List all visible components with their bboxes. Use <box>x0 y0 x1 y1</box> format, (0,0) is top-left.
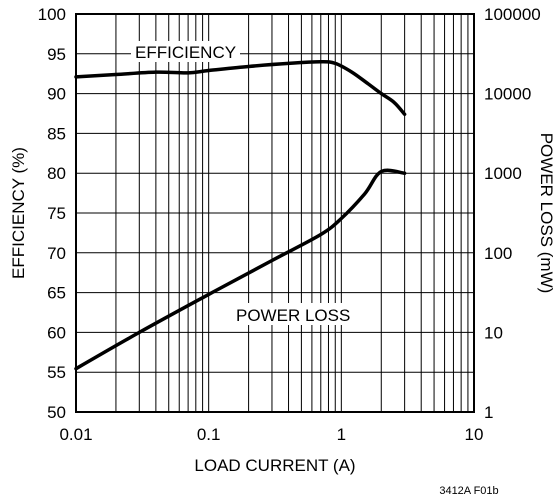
x-axis-title: LOAD CURRENT (A) <box>194 456 355 475</box>
power-loss-label-background <box>232 303 358 325</box>
left-y-tick-label: 75 <box>47 204 66 223</box>
plot-frame <box>75 13 475 413</box>
right-y-tick-label: 100000 <box>484 5 541 24</box>
figure-id-label: 3412A F01b <box>439 485 498 497</box>
left-y-tick-label: 55 <box>47 363 66 382</box>
efficiency-curve <box>74 60 407 117</box>
efficiency-label-background <box>131 41 240 62</box>
right-y-tick-label: 10000 <box>484 85 531 104</box>
right-axis-title: POWER LOSS (mW) <box>537 133 556 294</box>
left-y-tick-label: 50 <box>47 403 66 422</box>
curve-layer <box>74 60 407 371</box>
power-loss-series-label: POWER LOSS <box>236 306 350 325</box>
x-tick-label: 0.01 <box>59 425 92 444</box>
left-y-tick-label: 80 <box>47 164 66 183</box>
left-y-tick-label: 65 <box>47 284 66 303</box>
left-y-tick-label: 90 <box>47 85 66 104</box>
x-tick-label: 0.1 <box>197 425 221 444</box>
left-y-tick-label: 95 <box>47 45 66 64</box>
grid-layer <box>76 14 474 412</box>
right-y-tick-label: 1000 <box>484 164 522 183</box>
left-y-tick-label: 85 <box>47 124 66 143</box>
x-tick-label: 1 <box>337 425 346 444</box>
power-loss-curve <box>74 168 407 371</box>
left-y-tick-label: 70 <box>47 244 66 263</box>
left-axis-title: EFFICIENCY (%) <box>9 147 28 279</box>
right-y-tick-label: 100 <box>484 244 512 263</box>
left-y-tick-label: 100 <box>38 5 66 24</box>
efficiency-series-label: EFFICIENCY <box>135 43 236 62</box>
right-y-tick-label: 1 <box>484 403 493 422</box>
right-y-tick-label: 10 <box>484 323 503 342</box>
x-tick-label: 10 <box>465 425 484 444</box>
left-y-tick-label: 60 <box>47 323 66 342</box>
